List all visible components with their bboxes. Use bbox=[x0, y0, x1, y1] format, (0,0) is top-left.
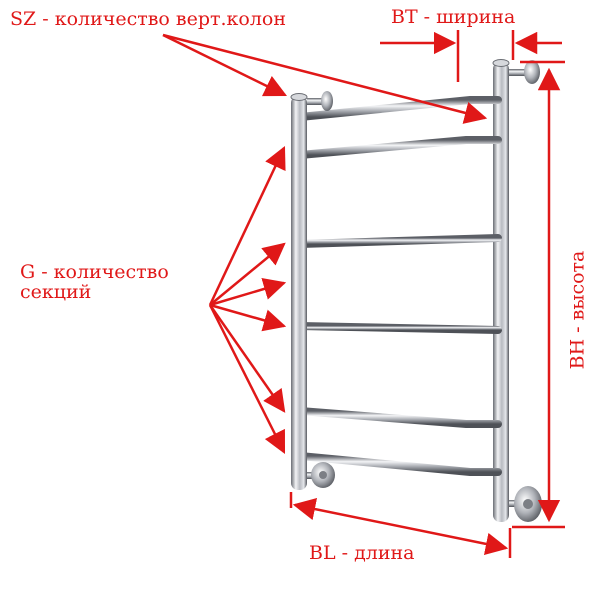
bl-arrow bbox=[292, 498, 509, 555]
bt-label: BT - ширина bbox=[391, 6, 516, 28]
section-rungs bbox=[296, 96, 502, 476]
sz-arrow-left-column bbox=[162, 33, 288, 97]
annotations bbox=[162, 30, 565, 558]
rung-6 bbox=[296, 407, 502, 428]
wall-mount-top-right bbox=[509, 60, 540, 84]
rung-7 bbox=[296, 452, 502, 476]
g-arrows bbox=[208, 145, 287, 455]
rung-5 bbox=[296, 322, 502, 334]
towel-rail bbox=[290, 59, 542, 522]
sz-arrow-right-column bbox=[162, 33, 488, 124]
rung-1 bbox=[296, 96, 502, 121]
right-vertical-column bbox=[493, 62, 509, 522]
sz-label: SZ - количество верт.колон bbox=[10, 8, 287, 30]
left-vertical-column bbox=[291, 96, 307, 490]
bh-label: BH - высота bbox=[566, 250, 589, 370]
wall-mount-bottom-left bbox=[307, 462, 335, 488]
rung-3 bbox=[296, 234, 502, 248]
wall-mount-bottom-right bbox=[509, 486, 542, 522]
right-column-cap bbox=[492, 59, 510, 67]
g-label-line2: секций bbox=[20, 281, 92, 303]
left-column-cap bbox=[290, 93, 308, 101]
bl-label: BL - длина bbox=[309, 542, 415, 564]
rung-2 bbox=[296, 136, 502, 159]
wall-mount-top-left bbox=[307, 91, 333, 111]
g-label-line1: G - количество bbox=[20, 261, 169, 283]
